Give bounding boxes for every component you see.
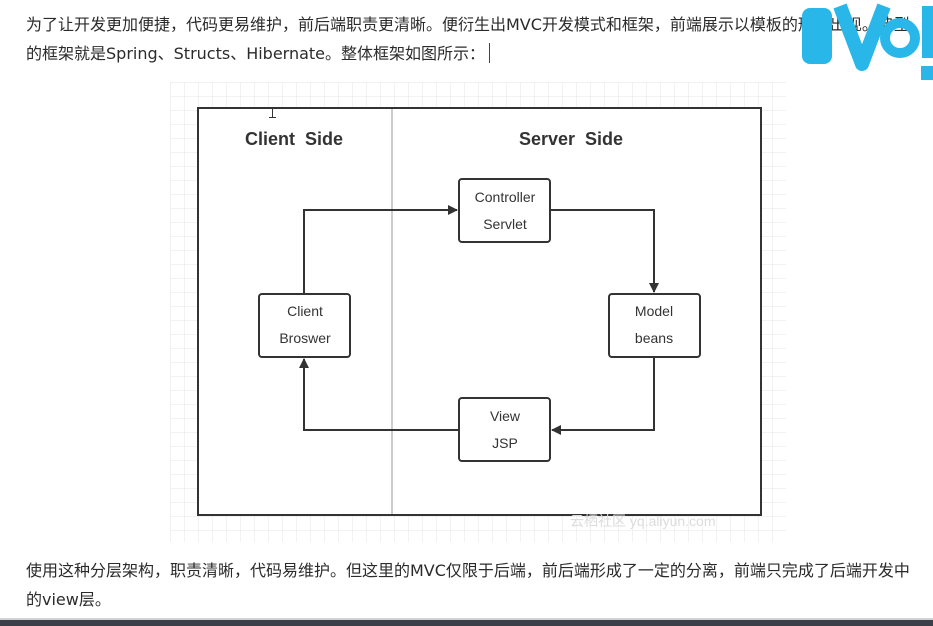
jsp-label: JSP (492, 435, 518, 451)
arrow-client-to-controller (303, 205, 458, 293)
client-box: Client Broswer (258, 293, 351, 358)
model-label: Model (635, 303, 673, 319)
bottom-toolbar-strip (0, 620, 933, 626)
intro-paragraph: 为了让开发更加便捷，代码更易维护，前后端职责更清晰。便衍生出MVC开发模式和框架… (26, 10, 921, 68)
ibeam-cursor-icon (269, 107, 276, 118)
intro-text: 为了让开发更加便捷，代码更易维护，前后端职责更清晰。便衍生出MVC开发模式和框架… (26, 15, 910, 63)
view-box: View JSP (458, 397, 551, 462)
client-side-title: Client Side (245, 129, 343, 149)
view-label: View (490, 408, 521, 424)
beans-label: beans (635, 330, 673, 346)
site-logo-icon (802, 3, 933, 80)
mvc-architecture-diagram: Client Side Server Side Controller Servl… (170, 82, 786, 542)
mvc-diagram-canvas: Client Side Server Side Controller Servl… (170, 82, 786, 542)
browser-label: Broswer (279, 330, 331, 346)
conclusion-paragraph: 使用这种分层架构，职责清晰，代码易维护。但这里的MVC仅限于后端，前后端形成了一… (26, 561, 910, 609)
servlet-label: Servlet (483, 216, 527, 232)
watermark-text: 云栖社区 yq.aliyun.com (570, 513, 715, 529)
server-side-title: Server Side (519, 129, 623, 149)
arrow-controller-to-model (551, 209, 659, 293)
client-label: Client (287, 303, 323, 319)
arrow-model-to-view (551, 358, 655, 435)
controller-label: Controller (475, 189, 536, 205)
model-box: Model beans (608, 293, 701, 358)
bottom-bar-edge (0, 618, 933, 620)
controller-box: Controller Servlet (458, 178, 551, 243)
arrow-view-to-client (299, 358, 458, 431)
site-logo[interactable] (800, 0, 933, 80)
text-caret (489, 43, 491, 63)
